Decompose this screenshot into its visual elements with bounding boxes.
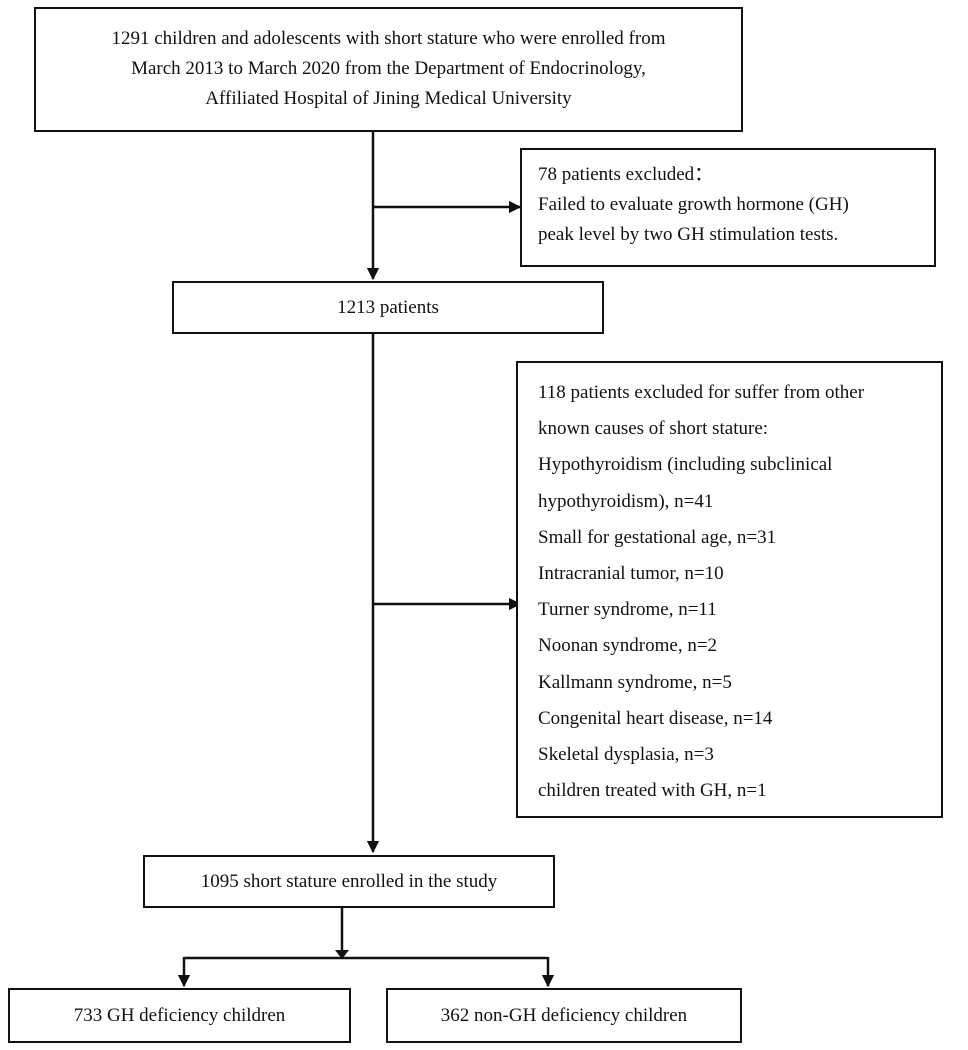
split-arrowhead <box>335 950 349 959</box>
second-exclusion-line-7: Turner syndrome, n=11 <box>538 599 717 621</box>
non-ghd-box: 362 non-GH deficiency children <box>386 988 742 1043</box>
second-exclusion-line-8: Noonan syndrome, n=2 <box>538 635 718 657</box>
second-exclusion-line-11: Skeletal dysplasia, n=3 <box>538 744 714 766</box>
first-exclusion-box: 78 patients excluded： Failed to evaluate… <box>520 148 936 267</box>
enrolled-box: 1291 children and adolescents with short… <box>34 7 743 132</box>
second-exclusion-line-10: Congenital heart disease, n=14 <box>538 707 773 729</box>
first-exclusion-line-1: 78 patients excluded： <box>538 164 714 185</box>
second-exclusion-line-6: Intracranial tumor, n=10 <box>538 563 724 585</box>
study-box: 1095 short stature enrolled in the study <box>143 855 555 908</box>
second-exclusion-line-4: hypothyroidism), n=41 <box>538 490 714 512</box>
second-exclusion-line-12: children treated with GH, n=1 <box>538 780 767 802</box>
second-exclusion-box: 118 patients excluded for suffer from ot… <box>516 361 943 818</box>
enrolled-text-line-2: March 2013 to March 2020 from the Depart… <box>131 58 646 79</box>
patients-1213-box: 1213 patients <box>172 281 604 334</box>
non-ghd-label: 362 non-GH deficiency children <box>440 1005 688 1026</box>
second-exclusion-line-5: Small for gestational age, n=31 <box>538 526 777 548</box>
second-exclusion-line-2: known causes of short stature: <box>538 418 769 440</box>
patients-1213-label: 1213 patients <box>337 297 439 318</box>
study-label: 1095 short stature enrolled in the study <box>200 871 498 892</box>
enrolled-text-line-3: Affiliated Hospital of Jining Medical Un… <box>205 88 572 109</box>
second-exclusion-line-1: 118 patients excluded for suffer from ot… <box>538 382 865 403</box>
ghd-box: 733 GH deficiency children <box>8 988 351 1043</box>
first-exclusion-line-2: Failed to evaluate growth hormone (GH) <box>538 194 849 215</box>
second-exclusion-line-3: Hypothyroidism (including subclinical <box>538 454 833 476</box>
second-exclusion-line-9: Kallmann syndrome, n=5 <box>538 671 732 693</box>
enrolled-text-line-1: 1291 children and adolescents with short… <box>111 28 666 49</box>
first-exclusion-line-3: peak level by two GH stimulation tests. <box>538 224 839 245</box>
ghd-label: 733 GH deficiency children <box>73 1005 286 1026</box>
